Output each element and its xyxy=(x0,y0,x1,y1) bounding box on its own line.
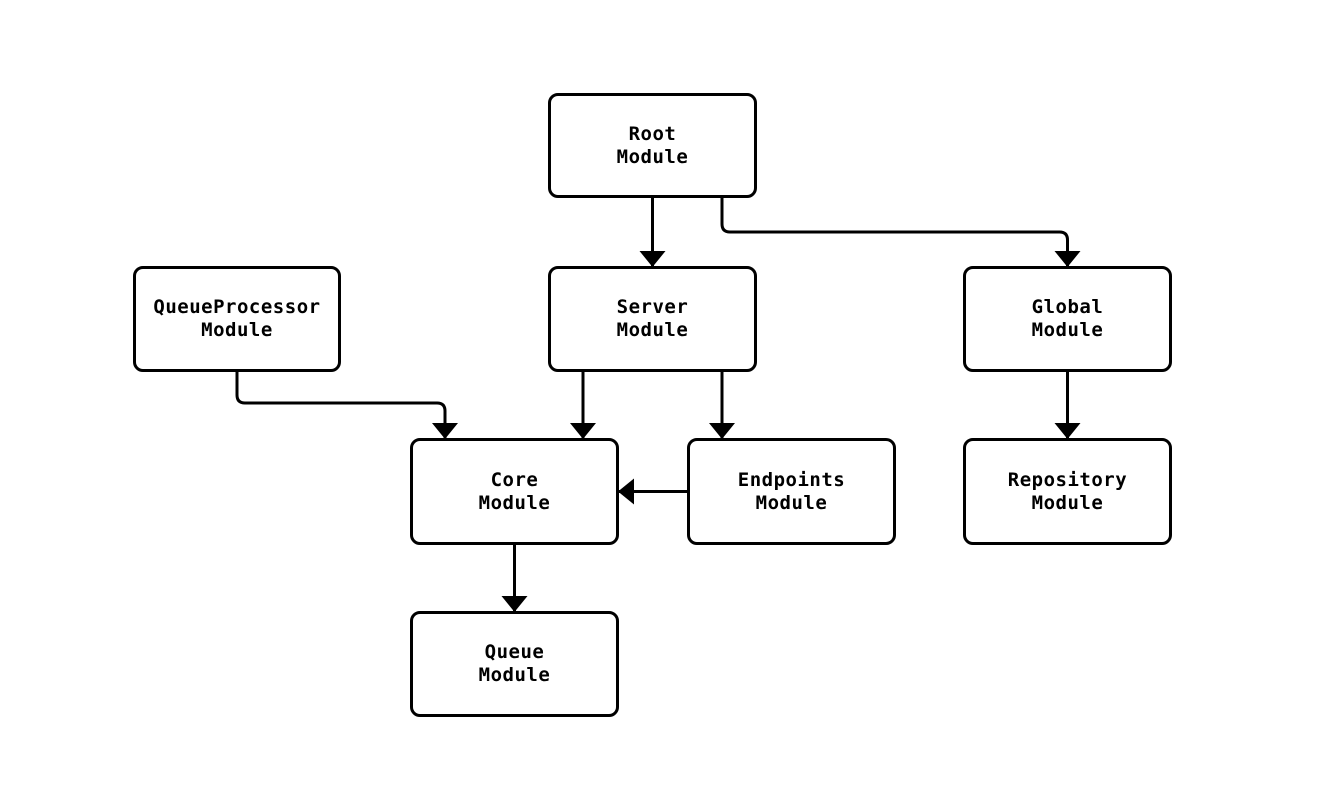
edge-root-global xyxy=(720,198,1081,267)
node-repository-module: Repository Module xyxy=(963,438,1172,545)
node-global-module-label: Global Module xyxy=(1031,296,1104,341)
node-root-module: Root Module xyxy=(548,93,757,198)
node-queueprocessor-module-label: QueueProcessor Module xyxy=(153,296,321,341)
node-endpoints-module: Endpoints Module xyxy=(687,438,896,545)
node-endpoints-module-label: Endpoints Module xyxy=(737,468,846,514)
edge-queueprocessor-core xyxy=(235,372,458,439)
node-root-module-label: Root Module xyxy=(616,122,689,168)
node-global-module: Global Module xyxy=(963,266,1172,372)
node-server-module-label: Server Module xyxy=(616,296,689,341)
node-core-module-label: Core Module xyxy=(478,468,551,514)
node-queue-module: Queue Module xyxy=(410,611,619,717)
node-queueprocessor-module: QueueProcessor Module xyxy=(133,266,341,372)
node-core-module: Core Module xyxy=(410,438,619,545)
node-repository-module-label: Repository Module xyxy=(1007,468,1128,514)
node-server-module: Server Module xyxy=(548,266,757,372)
node-queue-module-label: Queue Module xyxy=(478,641,551,686)
